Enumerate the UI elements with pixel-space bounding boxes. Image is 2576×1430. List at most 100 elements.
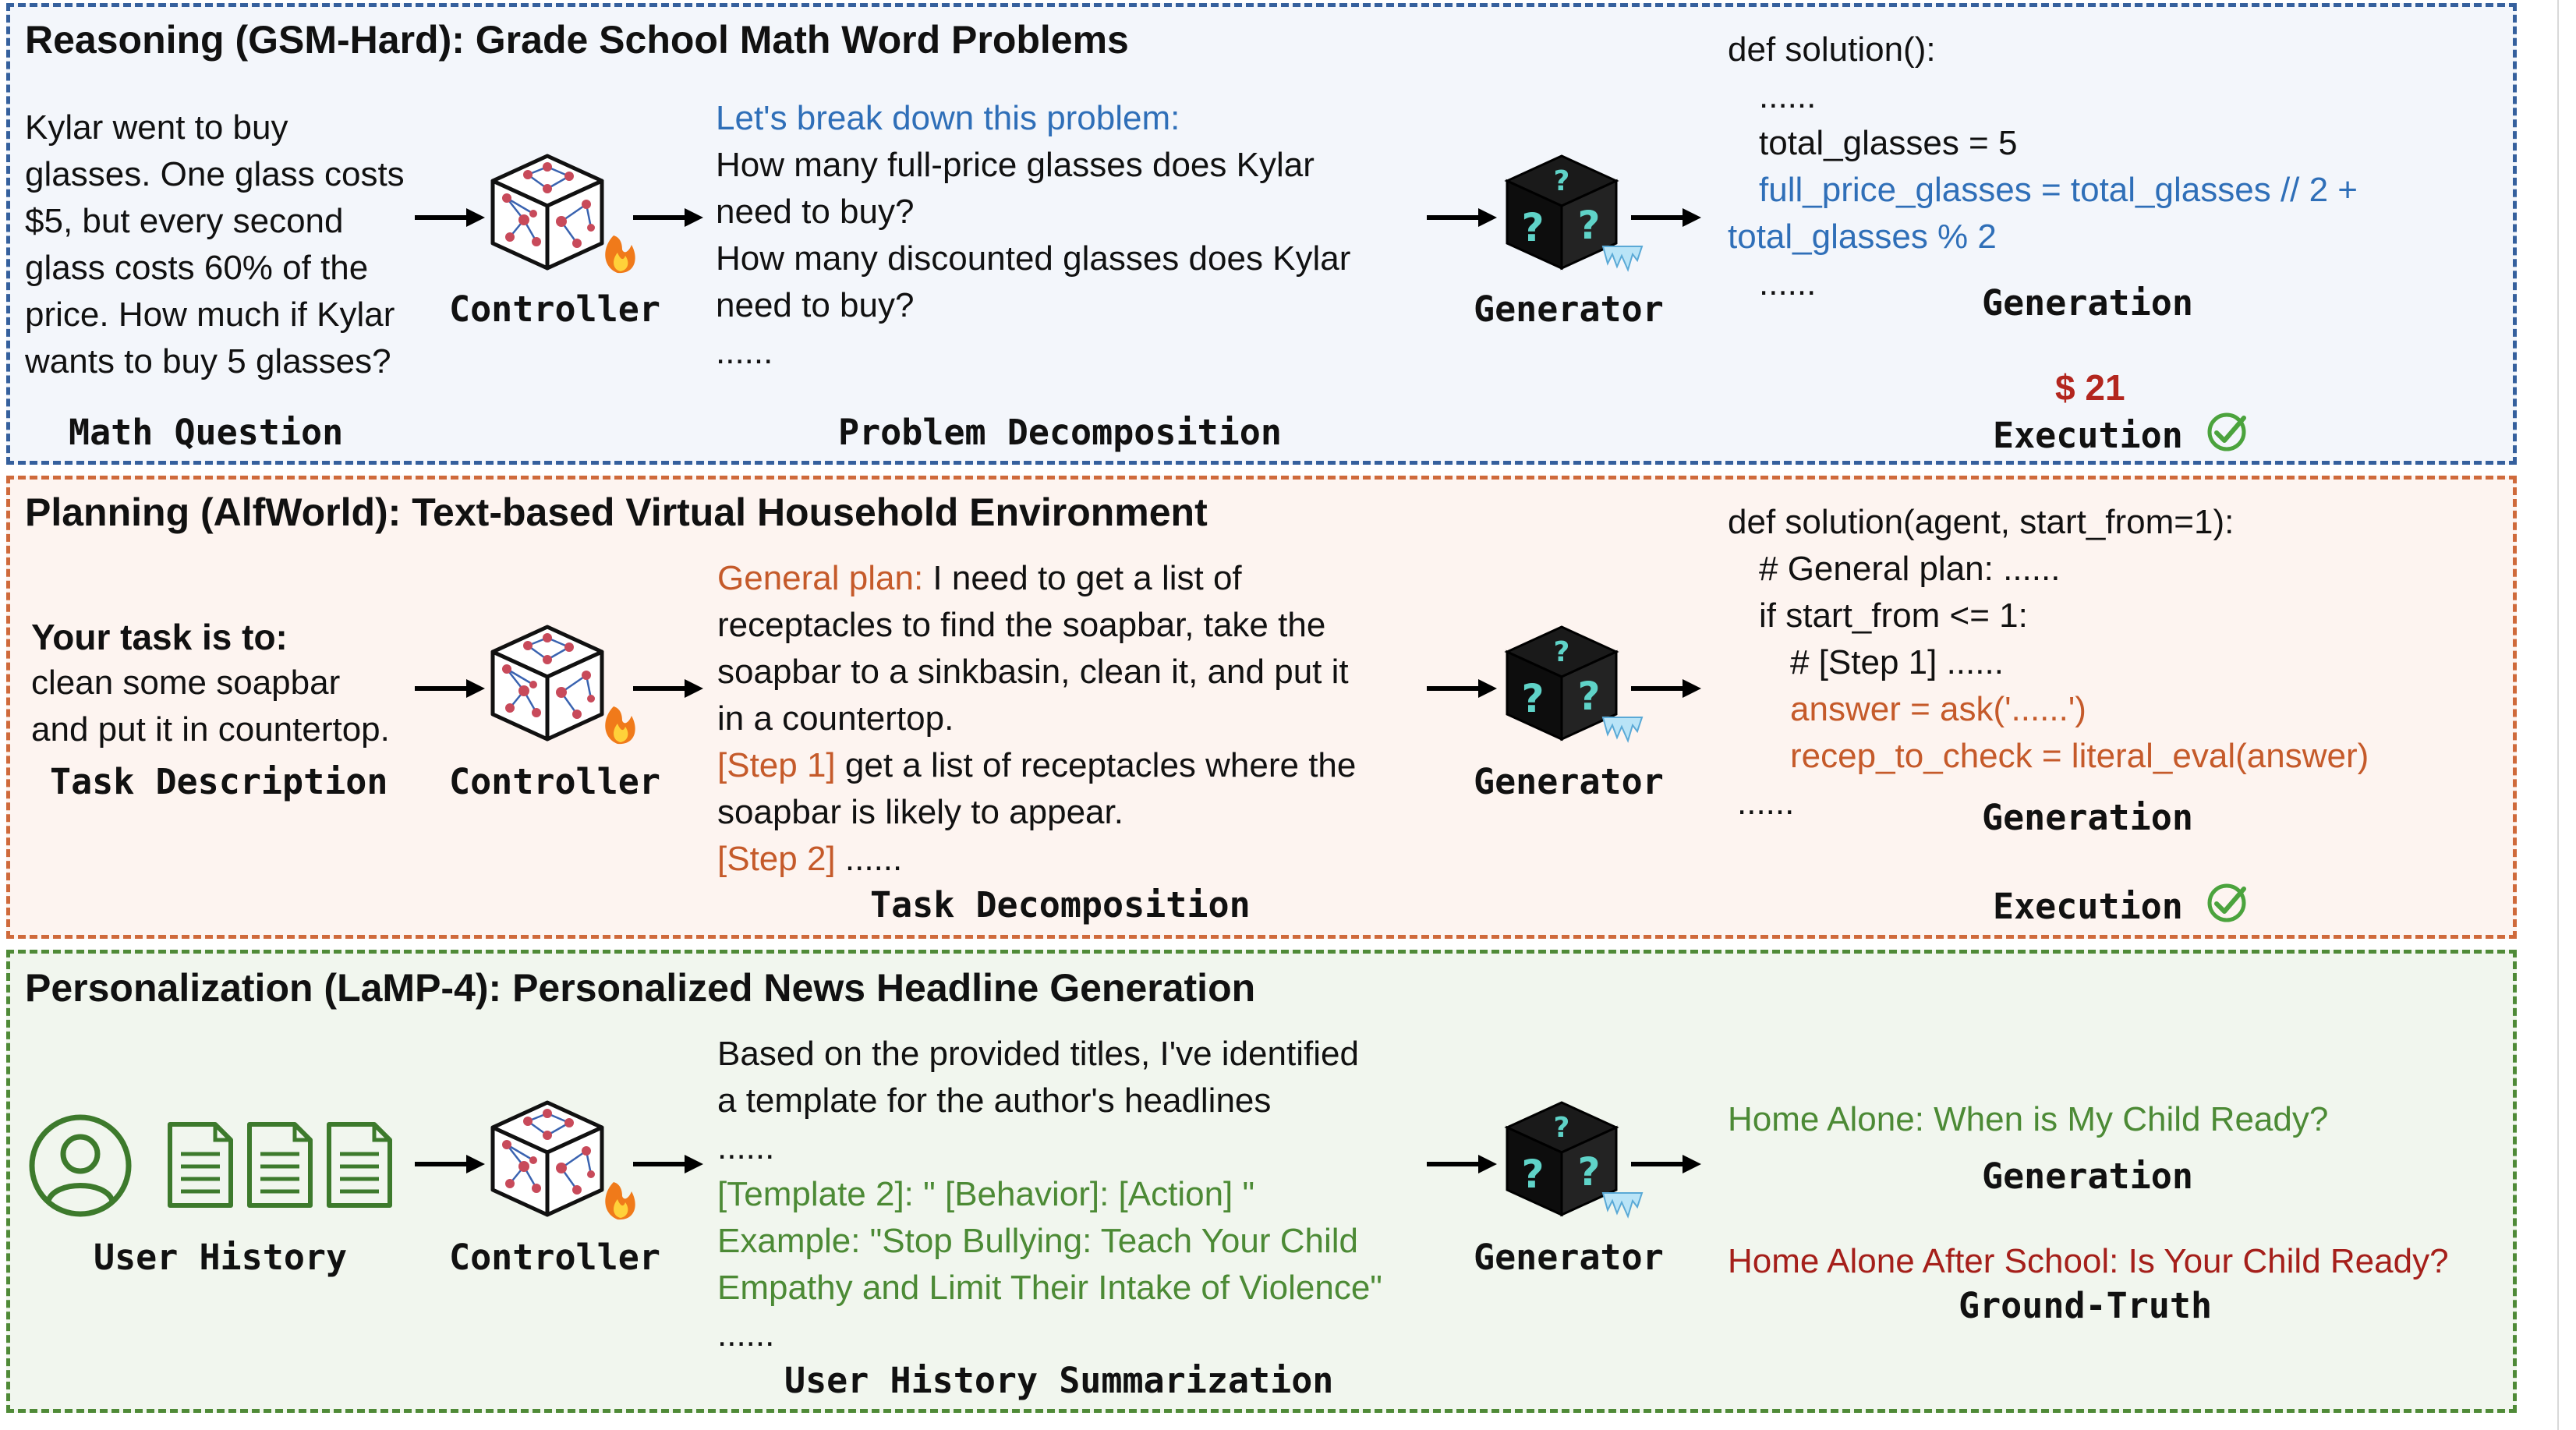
task-decomposition-text: General plan: I need to get a list of re… (717, 555, 1356, 883)
decomp-line: need to buy? (716, 193, 915, 231)
arrow-right-icon (1631, 1153, 1703, 1177)
math-question-text: Kylar went to buy glasses. One glass cos… (25, 104, 405, 385)
arrow-right-icon (415, 207, 487, 230)
task-description-label: Task Description (50, 761, 388, 802)
plan-line: soapbar to a sinkbasin, clean it, and pu… (717, 653, 1349, 691)
step1-prefix: [Step 1] (717, 746, 836, 784)
code-line: # General plan: ...... (1759, 550, 2061, 588)
generator-blackbox-icon (1506, 625, 1644, 742)
arrow-right-icon (1631, 207, 1703, 230)
step2-text: ...... (835, 840, 903, 878)
user-history-label: User History (94, 1237, 348, 1278)
plan-prefix: General plan: (717, 559, 924, 597)
generation-label: Generation (1982, 282, 2193, 324)
code-line: def solution(agent, start_from=1): (1728, 503, 2235, 541)
controller-cube-icon (485, 621, 641, 749)
summary-line: ...... (717, 1128, 775, 1166)
arrow-right-icon (415, 678, 487, 701)
code-line: ...... (1759, 77, 1817, 115)
reasoning-title: Reasoning (GSM-Hard): Grade School Math … (25, 18, 1129, 62)
arrow-right-icon (633, 207, 705, 230)
arrow-right-icon (415, 1153, 487, 1177)
plan-line: receptacles to find the soapbar, take th… (717, 606, 1326, 644)
user-history-summary-text: Based on the provided titles, I've ident… (717, 1031, 1382, 1358)
decomp-line: need to buy? (716, 286, 915, 324)
arrow-right-icon (1427, 1153, 1499, 1177)
planning-panel (6, 476, 2517, 939)
question-line: Kylar went to buy (25, 108, 288, 147)
document-icon (329, 1124, 393, 1209)
code-line: ...... (1759, 264, 1817, 303)
summary-line: ...... (717, 1315, 775, 1354)
controller-label: Controller (449, 1237, 660, 1278)
code-line: # [Step 1] ...... (1790, 643, 2004, 681)
math-question-label: Math Question (69, 412, 344, 453)
ground-truth-headline: Home Alone After School: Is Your Child R… (1728, 1242, 2449, 1280)
task-description-text: clean some soapbar and put it in counter… (31, 660, 390, 753)
generator-label: Generator (1474, 761, 1664, 802)
plan-line: in a countertop. (717, 699, 954, 738)
arrow-right-icon (1427, 678, 1499, 701)
ground-truth-label: Ground-Truth (1959, 1285, 2213, 1326)
task-decomposition-label: Task Decomposition (870, 884, 1251, 926)
execution-label: Execution (1993, 415, 2183, 456)
execution-label: Execution (1993, 886, 2183, 927)
code-line: if start_from <= 1: (1759, 596, 2028, 635)
code-line: answer = ask('......') (1790, 690, 2086, 728)
summary-line: Based on the provided titles, I've ident… (717, 1035, 1359, 1073)
generation-label: Generation (1982, 797, 2193, 838)
template-line: Empathy and Limit Their Intake of Violen… (717, 1269, 1382, 1307)
planning-code-block: def solution(agent, start_from=1): # Gen… (1728, 499, 2369, 826)
task-heading: Your task is to: (31, 617, 288, 657)
decomp-line: How many discounted glasses does Kylar (716, 239, 1351, 278)
generator-label: Generator (1474, 288, 1664, 330)
question-line: wants to buy 5 glasses? (25, 342, 391, 381)
code-line: full_price_glasses = total_glasses // 2 … (1759, 171, 2358, 209)
summary-line: a template for the author's headlines (717, 1081, 1272, 1120)
document-icon (170, 1124, 234, 1209)
arrow-right-icon (1631, 678, 1703, 701)
step1-line: soapbar is likely to appear. (717, 793, 1123, 831)
arrow-right-icon (633, 1153, 705, 1177)
template-line: Example: "Stop Bullying: Teach Your Chil… (717, 1222, 1358, 1260)
generation-label: Generation (1982, 1156, 2193, 1197)
code-line: def solution(): (1728, 30, 1936, 69)
question-line: $5, but every second (25, 202, 344, 240)
controller-cube-icon (485, 1096, 641, 1225)
generated-headline: Home Alone: When is My Child Ready? (1728, 1100, 2329, 1138)
question-line: glasses. One glass costs (25, 155, 405, 193)
execution-result: $ 21 (2055, 367, 2125, 408)
check-circle-icon (2206, 412, 2249, 454)
reasoning-code-block: def solution(): ...... total_glasses = 5… (1728, 27, 2358, 307)
task-line: and put it in countertop. (31, 710, 390, 749)
problem-decomposition-text: Let's break down this problem: How many … (716, 95, 1350, 376)
generator-label: Generator (1474, 1237, 1664, 1278)
planning-title: Planning (AlfWorld): Text-based Virtual … (25, 490, 1208, 534)
code-line: ...... (1737, 784, 1795, 822)
user-avatar-icon (29, 1114, 132, 1217)
user-history-summarization-label: User History Summarization (784, 1360, 1334, 1401)
personalization-title: Personalization (LaMP-4): Personalized N… (25, 966, 1256, 1010)
controller-cube-icon (485, 150, 641, 278)
controller-label: Controller (449, 288, 660, 330)
task-line: clean some soapbar (31, 664, 341, 702)
generator-blackbox-icon (1506, 154, 1644, 271)
template-line: [Template 2]: " [Behavior]: [Action] " (717, 1175, 1255, 1213)
generator-blackbox-icon (1506, 1101, 1644, 1218)
step1-text: get a list of receptacles where the (835, 746, 1357, 784)
reasoning-panel (6, 3, 2517, 465)
question-line: glass costs 60% of the (25, 249, 369, 287)
code-line: recep_to_check = literal_eval(answer) (1790, 737, 2369, 775)
page-right-border (2557, 0, 2559, 1430)
decomp-intro: Let's break down this problem: (716, 99, 1180, 137)
problem-decomposition-label: Problem Decomposition (838, 412, 1282, 453)
arrow-right-icon (633, 678, 705, 701)
step2-prefix: [Step 2] (717, 840, 836, 878)
plan-text: I need to get a list of (923, 559, 1242, 597)
arrow-right-icon (1427, 207, 1499, 230)
question-line: price. How much if Kylar (25, 296, 395, 334)
controller-label: Controller (449, 761, 660, 802)
check-circle-icon (2206, 883, 2249, 925)
code-line: total_glasses = 5 (1759, 124, 2018, 162)
code-line: total_glasses % 2 (1728, 218, 1997, 256)
